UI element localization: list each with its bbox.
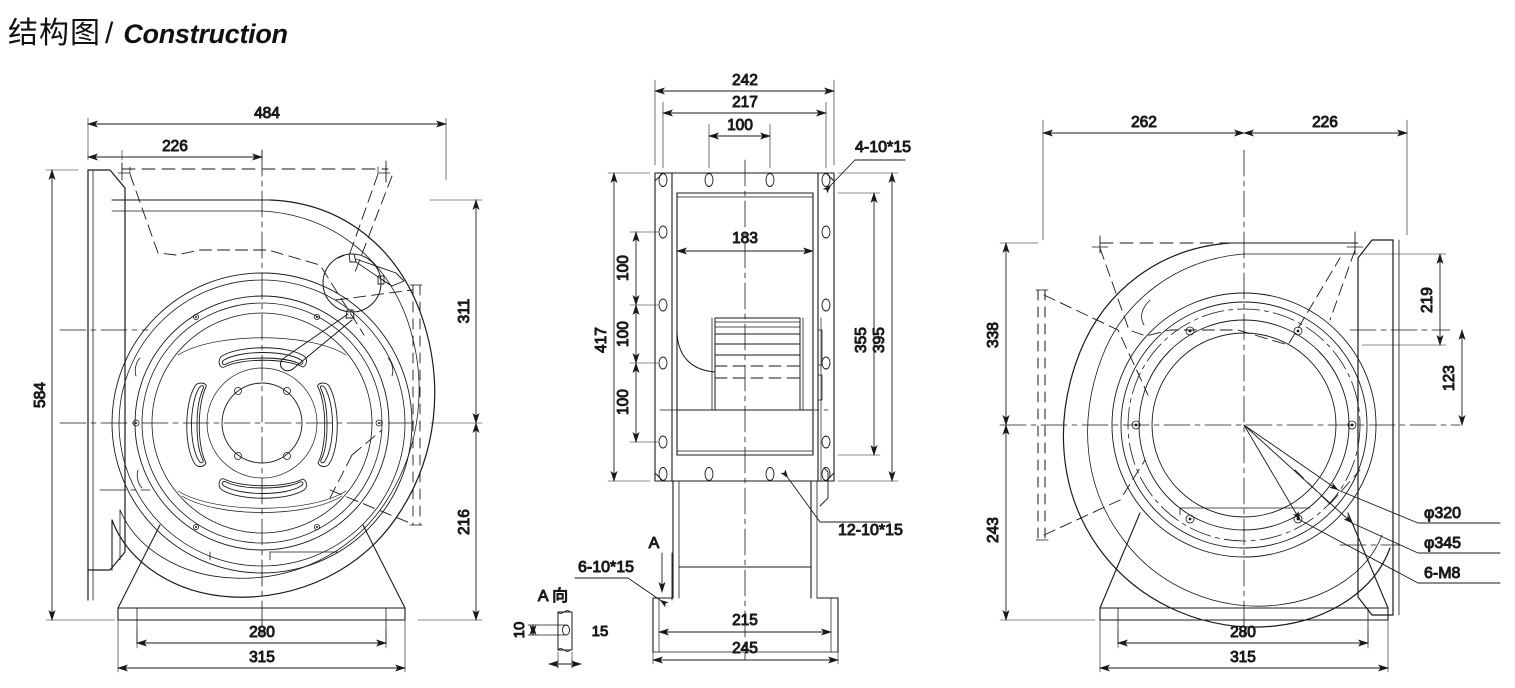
dim-245: 245 [732,640,758,657]
callout-12-10x15: 12-10*15 [838,522,903,539]
dim-315-r: 315 [1230,649,1256,666]
dim-183: 183 [732,230,758,247]
page-title-english: Construction [123,19,288,49]
impeller-slot [218,478,307,499]
callout-4-10x15: 4-10*15 [855,139,911,156]
dim-280: 280 [249,624,275,641]
dim-484: 484 [254,105,280,122]
dim-243: 243 [985,517,1002,543]
section-label-a: A [649,535,660,552]
dim-219: 219 [1419,287,1436,313]
dim-10: 10 [511,622,528,639]
right-view-group: 262 226 338 243 219 123 280 315 φ320 φ34… [985,114,1501,673]
dim-311: 311 [456,299,473,324]
callout-phi320: φ320 [1424,505,1461,522]
dim-123: 123 [1441,365,1458,391]
dim-100-a: 100 [615,255,632,281]
dim-242: 242 [732,72,758,89]
detail-direction-label: A 向 [538,587,568,605]
dim-226: 226 [1312,114,1338,131]
callout-phi345: φ345 [1424,535,1461,552]
page-title-chinese: 结构图 [8,16,101,51]
dim-315: 315 [249,649,275,666]
impeller-slot [186,382,207,467]
page-title-separator: / [105,17,114,50]
dim-216: 216 [456,509,473,535]
dim-15: 15 [592,623,609,640]
dim-395: 395 [871,327,888,353]
dim-280-r: 280 [1230,624,1256,641]
dim-262: 262 [1131,114,1157,131]
impeller-slot [317,382,338,467]
impeller-slot [218,347,307,368]
left-view-group: 484 226 584 311 216 280 315 [32,105,483,673]
dim-217: 217 [732,94,758,111]
dim-215: 215 [732,612,758,629]
dim-100-c: 100 [615,389,632,415]
dim-355: 355 [853,327,870,353]
dim-417: 417 [593,327,610,353]
dim-100-top: 100 [727,117,753,134]
dim-226: 226 [162,138,188,155]
callout-6-m8: 6-M8 [1424,565,1461,582]
callout-6-10x15: 6-10*15 [578,559,634,576]
middle-view-group: 242 217 100 183 417 100 100 100 [511,72,912,669]
dim-338: 338 [985,322,1002,348]
dim-584: 584 [32,382,49,408]
page-title: 结构图 / Construction [8,8,288,52]
dim-100-b: 100 [615,321,632,347]
